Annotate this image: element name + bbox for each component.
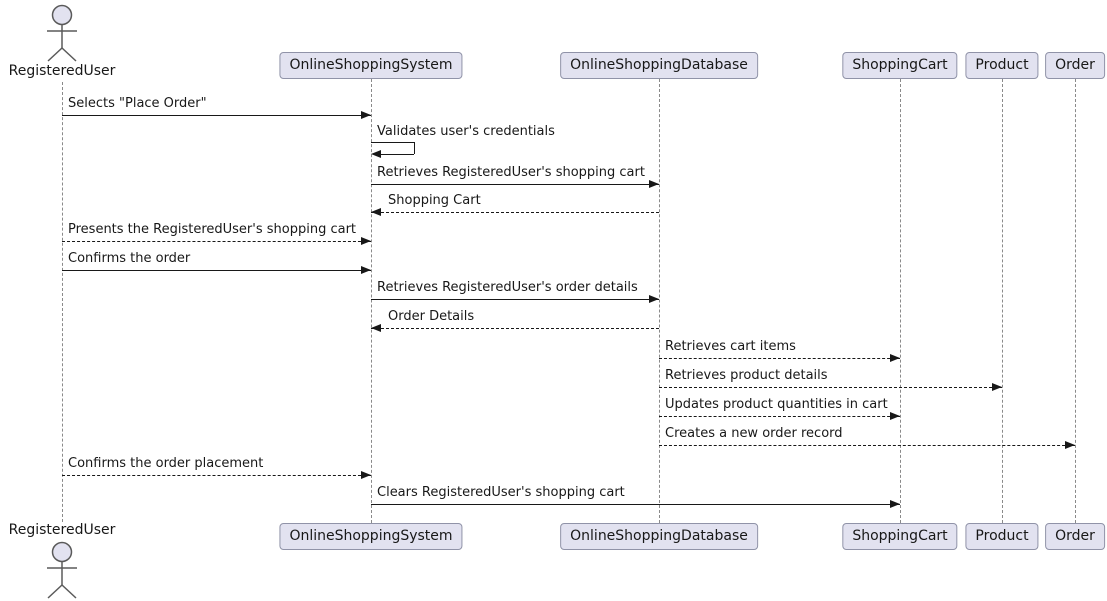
message-label: Confirms the order: [68, 251, 191, 266]
message-label: Retrieves cart items: [665, 339, 796, 354]
self-message-right-line: [414, 142, 415, 154]
lifeline-onlineshoppingsystem: [371, 79, 372, 523]
actor-icon: [47, 541, 77, 599]
message-line: [371, 212, 659, 213]
arrowhead: [361, 111, 371, 119]
actor-name-bottom: RegisteredUser: [8, 522, 116, 538]
message-line: [659, 445, 1075, 446]
participant-box-shoppingcart-bottom: ShoppingCart: [842, 523, 958, 550]
lifeline-registereduser: [62, 82, 63, 522]
lifeline-onlineshoppingdatabase: [659, 79, 660, 523]
message-label: Creates a new order record: [665, 426, 843, 441]
message-label: Retrieves product details: [665, 368, 828, 383]
arrowhead: [992, 383, 1002, 391]
arrowhead: [371, 324, 381, 332]
message-line: [659, 416, 900, 417]
arrowhead: [361, 237, 371, 245]
participant-box-product-top: Product: [965, 52, 1039, 79]
message-line: [659, 358, 900, 359]
arrowhead: [649, 295, 659, 303]
actor-name-top: RegisteredUser: [8, 63, 116, 79]
actor-icon: [47, 4, 77, 62]
participant-box-onlineshoppingdatabase-bottom: OnlineShoppingDatabase: [560, 523, 758, 550]
message-line: [371, 184, 659, 185]
participant-box-product-bottom: Product: [965, 523, 1039, 550]
message-label: Shopping Cart: [388, 193, 481, 208]
participant-box-order-bottom: Order: [1045, 523, 1105, 550]
arrowhead: [890, 354, 900, 362]
message-line: [62, 270, 371, 271]
message-label: Order Details: [388, 309, 475, 324]
self-message-bottom-line: [380, 154, 414, 155]
message-label: Presents the RegisteredUser's shopping c…: [68, 222, 357, 237]
message-label: Clears RegisteredUser's shopping cart: [377, 485, 625, 500]
arrowhead: [890, 412, 900, 420]
message-line: [62, 115, 371, 116]
participant-box-onlineshoppingsystem-top: OnlineShoppingSystem: [279, 52, 463, 79]
message-label: Updates product quantities in cart: [665, 397, 888, 412]
arrowhead: [361, 471, 371, 479]
lifeline-product: [1002, 79, 1003, 523]
participant-box-onlineshoppingsystem-bottom: OnlineShoppingSystem: [279, 523, 463, 550]
arrowhead: [1065, 441, 1075, 449]
lifeline-order: [1075, 79, 1076, 523]
participant-box-shoppingcart-top: ShoppingCart: [842, 52, 958, 79]
arrowhead: [371, 150, 381, 158]
message-label: Retrieves RegisteredUser's order details: [377, 280, 638, 295]
arrowhead: [371, 208, 381, 216]
lifeline-shoppingcart: [900, 79, 901, 523]
message-label: Selects "Place Order": [68, 96, 207, 111]
message-line: [371, 299, 659, 300]
arrowhead: [649, 180, 659, 188]
message-line: [371, 328, 659, 329]
message-label: Validates user's credentials: [377, 124, 555, 139]
participant-box-onlineshoppingdatabase-top: OnlineShoppingDatabase: [560, 52, 758, 79]
message-label: Confirms the order placement: [68, 456, 264, 471]
message-line: [62, 475, 371, 476]
message-line: [62, 241, 371, 242]
message-line: [371, 504, 900, 505]
message-line: [659, 387, 1002, 388]
self-message-top-line: [371, 142, 414, 143]
message-label: Retrieves RegisteredUser's shopping cart: [377, 165, 645, 180]
arrowhead: [361, 266, 371, 274]
arrowhead: [890, 500, 900, 508]
participant-box-order-top: Order: [1045, 52, 1105, 79]
